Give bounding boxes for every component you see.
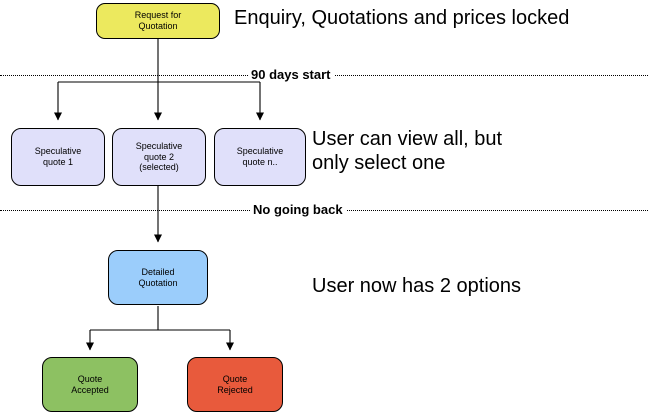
node-quote-accepted[interactable]: Quote Accepted (42, 357, 138, 412)
node-speculative-quote-1-label: Speculative quote 1 (34, 146, 82, 167)
edge-detailed-to-outcomes (86, 306, 234, 351)
node-detailed-quotation-label: Detailed Quotation (138, 266, 178, 288)
annotation-user-now-has-2-options: User now has 2 options (312, 275, 522, 297)
node-speculative-quote-n-label: Speculative quote n.. (236, 146, 284, 167)
edge-rfq-to-branch (54, 39, 264, 121)
node-quote-rejected[interactable]: Quote Rejected (187, 357, 283, 412)
node-speculative-quote-n[interactable]: Speculative quote n.. (214, 128, 306, 186)
phase-label-90-days-start: 90 days start (248, 68, 334, 81)
node-speculative-quote-2-selected[interactable]: Speculative quote 2 (selected) (112, 128, 206, 186)
node-speculative-quote-1[interactable]: Speculative quote 1 (11, 128, 105, 186)
node-quote-rejected-label: Quote Rejected (217, 373, 253, 395)
phase-label-no-going-back: No going back (250, 203, 346, 216)
node-quote-accepted-label: Quote Accepted (71, 373, 109, 395)
annotation-user-can-view-all: User can view all, but only select one (312, 128, 503, 175)
node-request-for-quotation[interactable]: Request for Quotation (96, 3, 220, 39)
node-request-for-quotation-label: Request for Quotation (134, 10, 182, 31)
node-detailed-quotation[interactable]: Detailed Quotation (108, 250, 208, 305)
annotation-enquiry-prices-locked: Enquiry, Quotations and prices locked (234, 7, 570, 29)
node-speculative-quote-2-label: Speculative quote 2 (selected) (135, 141, 183, 173)
